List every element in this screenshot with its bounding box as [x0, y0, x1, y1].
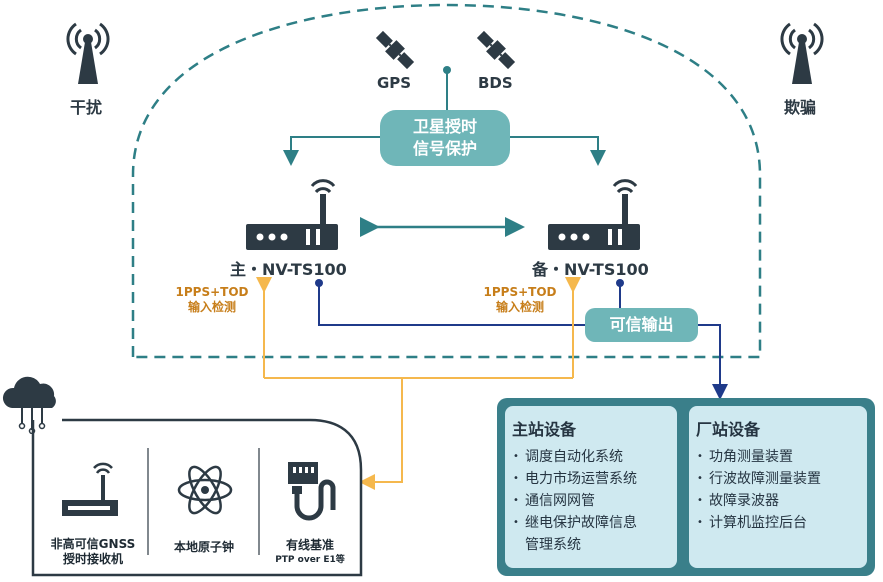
master-item-dispatch: 调度自动化系统 [511, 446, 637, 468]
master-item-relay-cont: 管理系统 [525, 537, 581, 553]
plant-item-pmu: 功角测量装置 [695, 446, 821, 468]
backup-input-detect-line2: 输入检测 [495, 300, 544, 314]
source-wired-line2: PTP over E1等 [275, 555, 345, 565]
satellite-protection-box: 卫星授时 信号保护 [380, 110, 510, 166]
jamming-label: 干扰 [70, 98, 103, 117]
atom-icon [177, 465, 233, 515]
source-wired-label: 有线基准 PTP over E1等 [262, 538, 358, 568]
source-atomic-label: 本地原子钟 [150, 540, 258, 555]
main-device-icon [246, 179, 338, 250]
main-input-detect-line2: 输入检测 [187, 300, 236, 314]
master-item-netmgmt: 通信网网管 [511, 490, 637, 512]
main-input-detect-label: 1PPS+TOD 输入检测 [170, 285, 254, 315]
bds-satellite-icon [476, 30, 516, 70]
plant-station-title: 厂站设备 [696, 420, 761, 439]
backup-device-icon [548, 179, 640, 250]
plant-item-recorder: 故障录波器 [695, 490, 821, 512]
plant-station-list: 功角测量装置 行波故障测量装置 故障录波器 计算机监控后台 [695, 446, 821, 534]
plant-item-traveling-wave: 行波故障测量装置 [695, 468, 821, 490]
gps-satellite-icon [375, 30, 415, 70]
master-item-market: 电力市场运营系统 [511, 468, 637, 490]
wired-connector-icon [288, 462, 336, 521]
right-tower-icon [780, 22, 824, 84]
master-station-panel: 主站设备 调度自动化系统 电力市场运营系统 通信网网管 继电保护故障信息 管理系… [505, 406, 677, 568]
plant-station-panel: 厂站设备 功角测量装置 行波故障测量装置 故障录波器 计算机监控后台 [689, 406, 867, 568]
source-gnss-label: 非高可信GNSS 授时接收机 [38, 537, 148, 567]
source-gnss-line2: 授时接收机 [62, 552, 123, 566]
backup-device-label: 备・NV-TS100 [532, 260, 649, 279]
left-tower-icon [66, 22, 110, 84]
backup-input-detect-line1: 1PPS+TOD [483, 285, 557, 299]
source-gnss-line1: 非高可信GNSS [50, 537, 136, 551]
master-station-list: 调度自动化系统 电力市场运营系统 通信网网管 继电保护故障信息 [511, 446, 637, 534]
protection-boundary [131, 3, 762, 359]
gps-label: GPS [377, 74, 412, 92]
master-station-title: 主站设备 [512, 420, 577, 439]
antenna-router-icon [62, 462, 118, 516]
bds-label: BDS [478, 74, 513, 92]
master-item-relay: 继电保护故障信息 [511, 512, 637, 534]
cloud-network-icon [2, 376, 56, 434]
main-device-label: 主・NV-TS100 [230, 260, 347, 279]
protection-line1: 卫星授时 [412, 117, 477, 136]
plant-item-monitor: 计算机监控后台 [695, 512, 821, 534]
main-input-detect-line1: 1PPS+TOD [175, 285, 249, 299]
trusted-output-box: 可信输出 [585, 308, 698, 342]
backup-input-detect-label: 1PPS+TOD 输入检测 [478, 285, 562, 315]
spoofing-label: 欺骗 [784, 98, 817, 117]
protection-line2: 信号保护 [412, 139, 477, 158]
source-atomic-line1: 本地原子钟 [173, 540, 234, 554]
source-wired-line1: 有线基准 [285, 538, 334, 552]
